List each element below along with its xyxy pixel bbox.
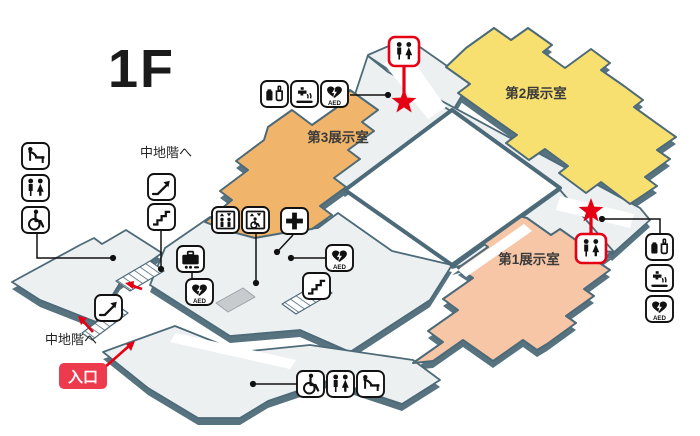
svg-text:AED: AED <box>653 315 667 322</box>
aed-icon[interactable]: AED <box>645 295 674 323</box>
aed-icon[interactable]: AED <box>185 278 214 306</box>
water-fountain-icon[interactable] <box>645 264 674 292</box>
toilet-icon[interactable] <box>574 232 608 265</box>
connector-dots <box>109 91 606 388</box>
toilet-icon[interactable] <box>387 35 421 68</box>
wheelchair-icon[interactable] <box>21 206 50 234</box>
vending-machine-icon[interactable] <box>260 80 289 108</box>
baby-changing-icon[interactable] <box>356 370 385 398</box>
wheelchair-icon[interactable] <box>296 370 325 398</box>
exhibit-room-3 <box>204 89 379 239</box>
courtyard <box>343 108 562 267</box>
elevator-icon[interactable] <box>211 206 240 234</box>
entrance-arrows <box>78 281 143 369</box>
escalator-icon[interactable] <box>147 173 176 201</box>
location-star-1 <box>391 89 417 113</box>
svg-text:入口: 入口 <box>68 369 98 386</box>
floor-title: 1F <box>108 39 176 99</box>
svg-text:AED: AED <box>328 100 342 107</box>
exhibit-room-2 <box>445 27 677 205</box>
baby-changing-icon[interactable] <box>21 142 50 170</box>
exhibit-room-3-label: 第3展示室 <box>307 129 369 145</box>
mezzanine-label-1: 中地階へ <box>140 145 192 160</box>
svg-text:AED: AED <box>193 298 207 305</box>
connector-lines <box>36 94 661 385</box>
mezzanine-label-2: 中地階へ <box>45 332 97 347</box>
toilet-icon[interactable] <box>21 174 50 202</box>
first-aid-icon[interactable] <box>280 207 309 235</box>
water-fountain-icon[interactable] <box>290 80 319 108</box>
exhibit-room-2-label: 第2展示室 <box>505 85 567 101</box>
exhibit-room-1-label: 第1展示室 <box>498 251 560 267</box>
vending-machine-icon[interactable] <box>645 233 674 261</box>
stairs-icon[interactable] <box>302 272 331 300</box>
coin-locker-icon[interactable] <box>176 245 205 273</box>
aed-icon[interactable]: AED <box>320 80 349 108</box>
aed-icon[interactable]: AED <box>325 244 354 272</box>
elevator-accessible-icon[interactable] <box>241 206 270 234</box>
svg-text:AED: AED <box>333 264 347 271</box>
toilet-icon[interactable] <box>326 370 355 398</box>
location-star-2 <box>578 198 604 222</box>
entrance-badge[interactable]: 入口 <box>59 363 107 389</box>
escalator-icon[interactable] <box>94 294 123 322</box>
stairs-icon[interactable] <box>147 203 176 231</box>
